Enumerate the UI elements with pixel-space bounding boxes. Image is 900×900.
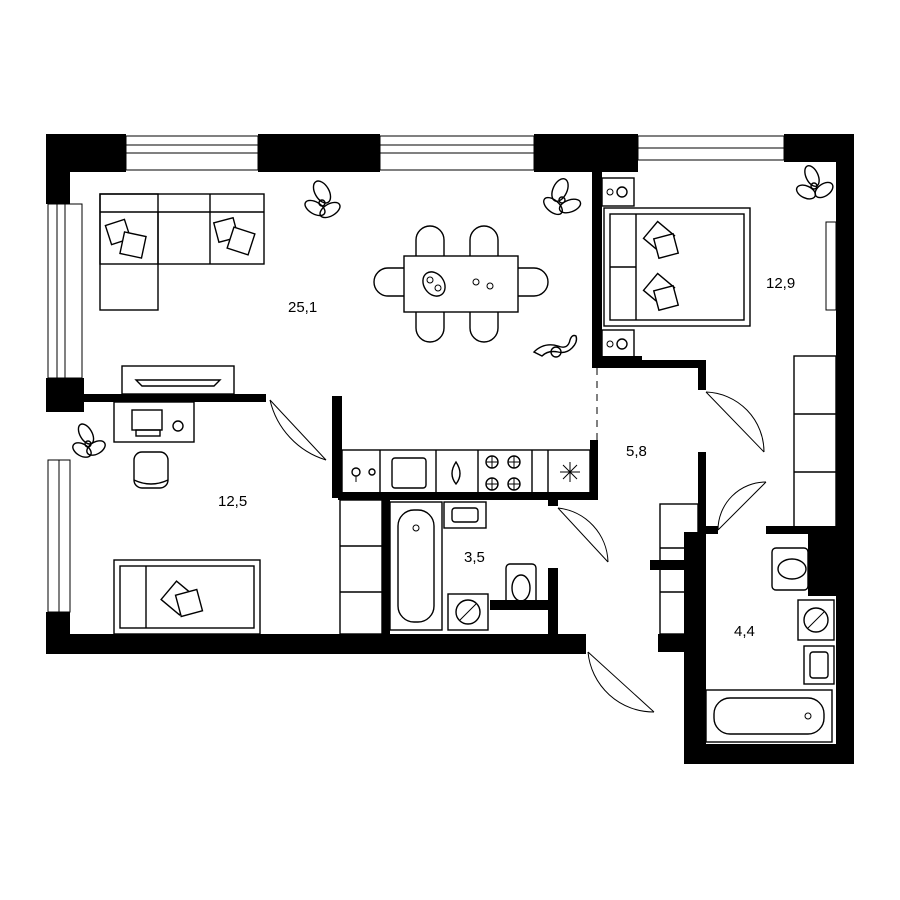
drop-icon xyxy=(451,460,461,486)
dining-table-icon xyxy=(373,225,549,343)
door-entrance[interactable] xyxy=(587,651,655,713)
room-area-living: 25,1 xyxy=(288,299,317,316)
plant-icon xyxy=(72,423,106,458)
windows xyxy=(47,135,837,613)
room-area-bathroom-large: 4,4 xyxy=(734,623,755,640)
bathtub-icon xyxy=(389,501,443,631)
kitchen-counter-icon xyxy=(341,449,591,495)
washbasin-icon xyxy=(803,645,835,685)
door-bathroom-small[interactable] xyxy=(557,507,609,563)
plant-icon xyxy=(795,165,834,200)
bed-single-icon xyxy=(113,559,261,635)
washbasin-icon xyxy=(443,501,487,529)
toilet-icon xyxy=(771,547,809,591)
snowflake-icon xyxy=(560,462,580,482)
nightstand-icon xyxy=(601,177,635,207)
room-area-bedroom-left: 12,5 xyxy=(218,493,247,510)
faucet-icon xyxy=(351,467,376,482)
toilet-icon xyxy=(505,563,537,607)
sink-icon xyxy=(391,457,427,489)
washing-machine-icon xyxy=(797,599,835,641)
washing-machine-icon xyxy=(447,593,489,631)
doors xyxy=(269,391,767,713)
nightstand-icon xyxy=(601,329,635,359)
wardrobe-icon xyxy=(659,503,699,635)
interior-walls xyxy=(70,158,836,640)
door-bathroom-large[interactable] xyxy=(717,481,767,531)
door-bedroom-left[interactable] xyxy=(269,399,327,461)
bathtub-icon xyxy=(705,689,833,743)
stove-icon xyxy=(485,455,521,491)
plant-icon xyxy=(543,178,582,216)
door-bedroom-right[interactable] xyxy=(705,391,765,453)
dog-icon xyxy=(532,334,578,358)
room-area-hall: 5,8 xyxy=(626,443,647,460)
bed-double-icon xyxy=(603,207,751,327)
wardrobe-icon xyxy=(339,499,383,635)
plant-icon xyxy=(304,180,341,219)
wardrobe-icon xyxy=(793,355,837,529)
room-area-bedroom-right: 12,9 xyxy=(766,275,795,292)
chair-icon xyxy=(133,451,169,489)
outer-walls xyxy=(46,134,854,764)
tv-stand-icon xyxy=(121,365,235,395)
room-area-bathroom-small: 3,5 xyxy=(464,549,485,566)
desk-icon xyxy=(113,401,195,443)
sofa-icon xyxy=(99,193,265,311)
